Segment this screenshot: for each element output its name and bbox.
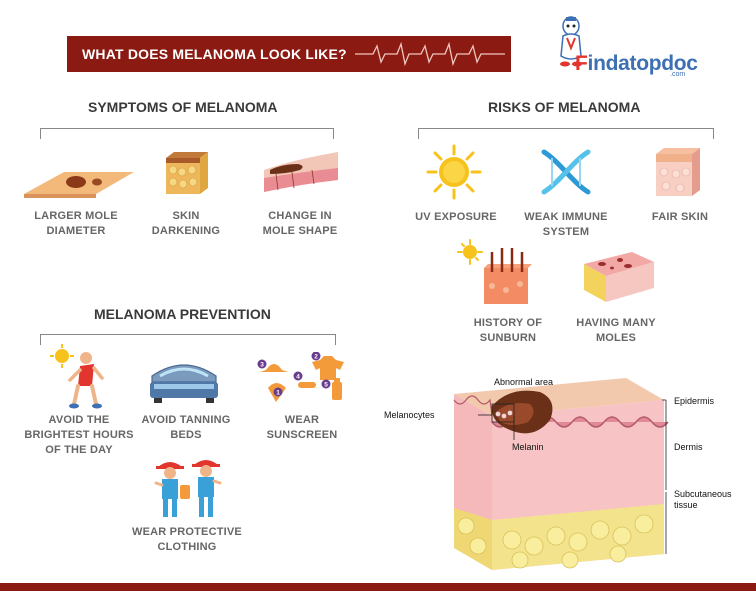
symptoms-heading: SYMPTOMS OF MELANOMA xyxy=(88,99,278,115)
prevention-bracket xyxy=(40,334,336,345)
brand-suffix: .com xyxy=(670,71,686,78)
sunburn-icon xyxy=(457,239,532,304)
mascot-doctor-icon xyxy=(560,16,582,67)
hot-runner-icon xyxy=(50,344,104,409)
skin-cross-section-diagram xyxy=(453,378,669,570)
dermis-label: Dermis xyxy=(674,442,703,452)
melanocytes-label: Melanocytes xyxy=(384,410,435,420)
epidermis-label: Epidermis xyxy=(674,396,715,406)
melanin-label: Melanin xyxy=(512,442,544,452)
protective-clothing-icon xyxy=(154,460,222,517)
sunscreen-set-icon: 3 2 4 5 1 xyxy=(257,352,344,402)
page-title: WHAT DOES MELANOMA LOOK LIKE? xyxy=(82,46,347,62)
brand-logo[interactable]: Findatopdoc xyxy=(575,52,698,75)
step-number: 2 xyxy=(314,354,318,361)
many-moles-icon xyxy=(584,252,654,302)
step-number: 3 xyxy=(260,362,264,369)
heartbeat-line-icon xyxy=(355,41,505,67)
risk-label-1: UV EXPOSURE xyxy=(415,211,497,223)
step-number: 1 xyxy=(276,390,280,397)
step-number: 4 xyxy=(296,374,300,381)
sun-icon xyxy=(426,144,482,200)
tanning-bed-icon xyxy=(150,364,218,403)
risks-bracket xyxy=(418,128,714,139)
mole-diameter-icon xyxy=(24,172,134,198)
mole-shape-icon xyxy=(264,152,338,192)
step-number: 5 xyxy=(324,382,328,389)
dna-icon xyxy=(541,149,591,195)
abnormal-area-label: Abnormal area xyxy=(494,377,554,387)
prevention-heading: MELANOMA PREVENTION xyxy=(94,306,271,322)
risks-heading: RISKS OF MELANOMA xyxy=(488,99,641,115)
symptoms-bracket xyxy=(40,128,334,139)
risk-label-3: FAIR SKIN xyxy=(651,211,709,223)
fair-skin-icon xyxy=(656,148,700,196)
footer-bar xyxy=(0,583,756,591)
skin-darkening-icon xyxy=(166,152,208,194)
